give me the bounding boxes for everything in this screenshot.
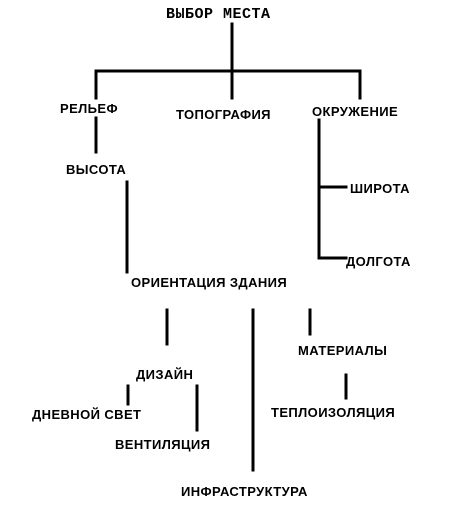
node-longitude: ДОЛГОТА	[346, 254, 411, 269]
node-latitude: ШИРОТА	[350, 181, 410, 196]
node-height: ВЫСОТА	[66, 162, 127, 177]
node-ventilation: ВЕНТИЛЯЦИЯ	[115, 437, 211, 452]
node-daylight: ДНЕВНОЙ СВЕТ	[32, 407, 142, 422]
node-infrastructure: ИНФРАСТРУКТУРА	[181, 484, 308, 499]
node-insulation: ТЕПЛОИЗОЛЯЦИЯ	[271, 405, 396, 420]
node-topography: ТОПОГРАФИЯ	[176, 107, 271, 122]
node-surroundings: ОКРУЖЕНИЕ	[312, 104, 399, 119]
node-orientation: ОРИЕНТАЦИЯ ЗДАНИЯ	[131, 275, 288, 290]
node-materials: МАТЕРИАЛЫ	[298, 343, 388, 358]
node-root: ВЫБОР МЕСТА	[166, 6, 271, 23]
node-design: ДИЗАЙН	[136, 367, 194, 382]
node-relief: РЕЛЬЕФ	[60, 101, 118, 116]
